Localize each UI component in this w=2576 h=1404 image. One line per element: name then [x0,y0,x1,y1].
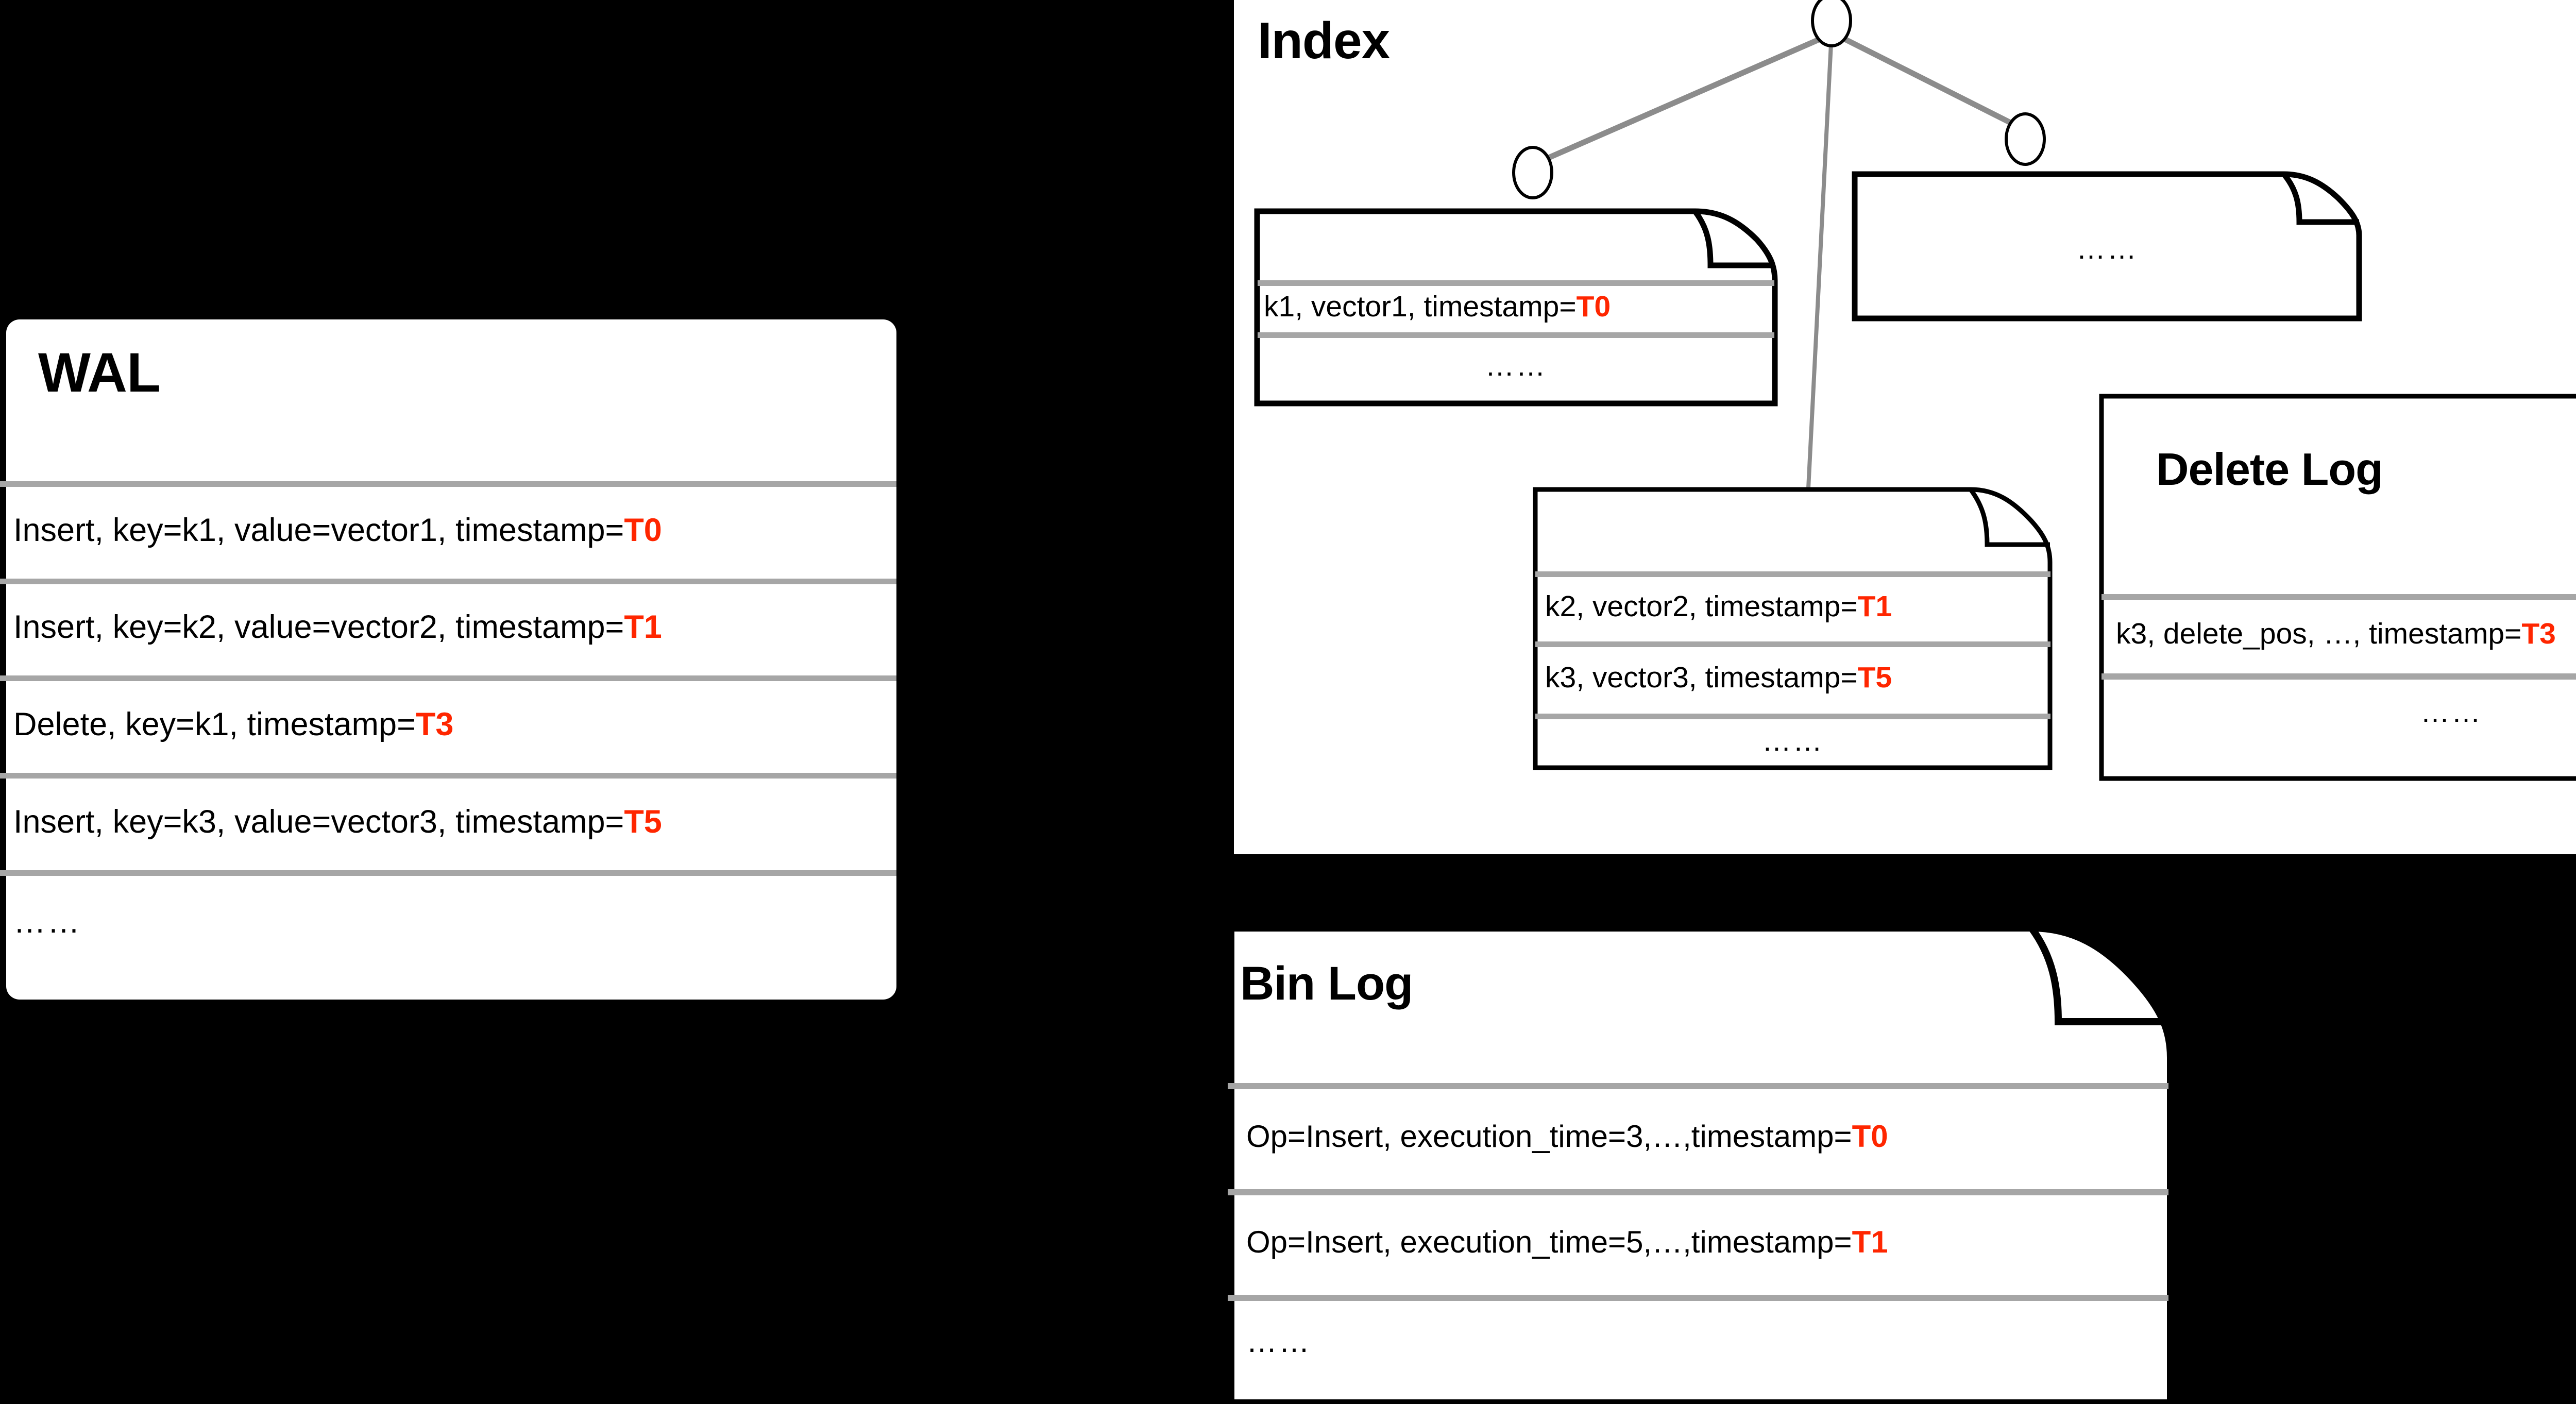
wal-row-timestamp: T1 [624,609,662,645]
wal-row-timestamp: T5 [624,803,662,840]
wal-row-text: Insert, key=k3, value=vector3, timestamp… [13,803,624,840]
delete-log-row-text: k3, delete_pos, …, timestamp= [2116,617,2522,650]
leaf-row-text: k1, vector1, timestamp= [1264,290,1577,323]
leaf-row-timestamp: T0 [1576,290,1611,323]
bin-log-row-text: …… [1246,1324,1311,1359]
bin-log-title: Bin Log [1240,957,1413,1010]
wal-separator [0,773,896,779]
bin-log-row: Op=Insert, execution_time=5,…,timestamp=… [1228,1189,2222,1295]
index-panel: Index k1, vector1, timestamp=T0 [1234,0,2576,854]
leaf-row-ellipsis: …… [1255,332,1777,399]
delete-log-row: k3, delete_pos, …, timestamp=T3 [2099,594,2576,673]
wal-row: Insert, key=k3, value=vector3, timestamp… [6,773,896,870]
bin-log-row-text: Op=Insert, execution_time=5,…,timestamp= [1246,1225,1852,1259]
bin-log-row: Op=Insert, execution_time=3,…,timestamp=… [1228,1083,2222,1189]
wal-row-timestamp: T0 [624,512,662,548]
wal-row-ellipsis: …… [6,870,896,973]
leaf-separator [1535,714,2050,719]
leaf-row-text: k3, vector3, timestamp= [1545,661,1858,694]
leaf-separator [1535,571,2050,577]
wal-row-text: Insert, key=k1, value=vector1, timestamp… [13,512,624,548]
leaf-row: k2, vector2, timestamp=T1 [1533,571,2053,641]
delete-log-row-text: …… [2420,696,2482,729]
bin-log-row-timestamp: T1 [1852,1225,1888,1259]
wal-row-text: Delete, key=k1, timestamp= [13,706,416,742]
wal-separator [0,675,896,681]
wal-row: Insert, key=k1, value=vector1, timestamp… [6,481,896,579]
bin-log-separator [1228,1189,2168,1195]
bin-log-separator [1228,1083,2168,1089]
leaf-row-timestamp: T1 [1857,590,1892,623]
index-leaf-document-1: k1, vector1, timestamp=T0 …… [1254,208,1778,407]
delete-log-document: Delete Log k3, delete_pos, …, timestamp=… [2099,394,2576,781]
wal-row: Delete, key=k1, timestamp=T3 [6,675,896,773]
delete-log-row-ellipsis: …… [2099,673,2576,751]
wal-row: Insert, key=k2, value=vector2, timestamp… [6,579,896,675]
delete-log-row-timestamp: T3 [2521,617,2556,650]
bin-log-row-text: Op=Insert, execution_time=3,…,timestamp= [1246,1119,1852,1154]
wal-row-text: Insert, key=k2, value=vector2, timestamp… [13,609,624,645]
bin-log-row-timestamp: T0 [1852,1119,1888,1154]
wal-row-text: …… [13,904,81,940]
wal-row-timestamp: T3 [415,706,454,742]
leaf-row-text: …… [2076,232,2138,265]
delete-log-separator [2102,673,2576,680]
leaf-row-ellipsis: …… [1852,228,2362,269]
bin-log-document: Bin Log Op=Insert, execution_time=3,…,ti… [1227,924,2222,1404]
leaf-row-ellipsis: …… [1533,714,2053,768]
bin-log-separator [1228,1295,2168,1301]
leaf-row-text: k2, vector2, timestamp= [1545,590,1858,623]
delete-log-title: Delete Log [2156,444,2383,495]
leaf-row: k3, vector3, timestamp=T5 [1533,641,2053,714]
leaf-row: k1, vector1, timestamp=T0 [1255,280,1777,332]
wal-separator [0,481,896,487]
wal-panel: WAL Insert, key=k1, value=vector1, times… [0,319,896,1000]
wal-separator [0,870,896,876]
leaf-row-text: …… [1762,724,1824,757]
leaf-separator [1258,280,1774,286]
delete-log-separator [2102,594,2576,600]
index-leaf-document-2: …… [1852,171,2362,322]
leaf-separator [1535,641,2050,647]
bin-log-row-ellipsis: …… [1228,1295,2222,1388]
wal-title: WAL [38,341,161,403]
index-leaf-document-3: k2, vector2, timestamp=T1 k3, vector3, t… [1533,487,2053,770]
leaf-row-text: …… [1485,349,1547,382]
leaf-separator [1258,332,1774,338]
wal-separator [0,579,896,584]
leaf-row-timestamp: T5 [1857,661,1892,694]
index-title: Index [1258,12,1390,70]
